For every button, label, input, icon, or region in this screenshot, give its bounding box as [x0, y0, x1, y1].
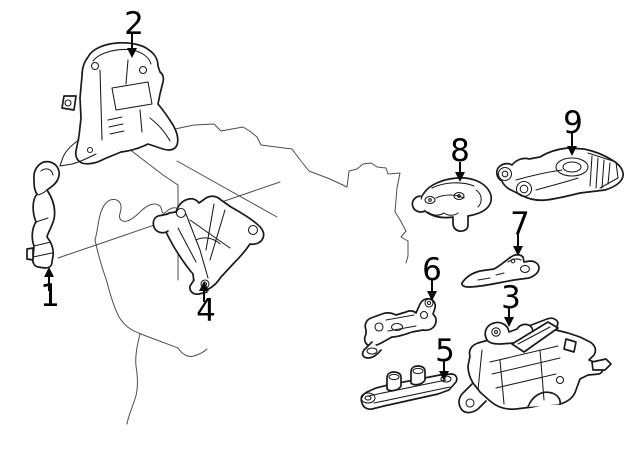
engine-transaxle-outline	[57, 123, 409, 425]
callout-number: 8	[450, 132, 470, 169]
part-8-mount-cushion	[411, 177, 493, 233]
part-2-engine-mount	[59, 41, 179, 167]
part-3-transmission-mount	[458, 317, 612, 414]
callout-arrowhead-icon	[199, 281, 209, 291]
callout-number: 6	[422, 251, 442, 288]
callout-arrow-shaft	[431, 280, 433, 291]
callout-arrow-shaft	[571, 133, 573, 146]
callout-arrowhead-icon	[439, 371, 449, 381]
callout-arrow-shaft	[443, 360, 445, 371]
callout-arrowhead-icon	[513, 246, 523, 256]
callout-arrow-shaft	[48, 277, 50, 291]
part-6-stay-bracket	[361, 297, 437, 359]
callout-arrow-shaft	[459, 162, 461, 172]
callout-arrowhead-icon	[455, 172, 465, 182]
part-4-engine-bracket	[152, 195, 265, 295]
callout-number: 1	[40, 277, 60, 314]
part-1-hook-bracket	[26, 160, 60, 269]
callout-arrow-shaft	[131, 34, 133, 48]
callout-arrowhead-icon	[567, 146, 577, 156]
callout-arrowhead-icon	[504, 317, 514, 327]
callout-number: 7	[510, 205, 530, 242]
part-5-rail-bracket	[360, 365, 458, 411]
callout-arrowhead-icon	[427, 291, 437, 301]
callout-arrowhead-icon	[127, 48, 137, 58]
callout-number: 9	[563, 104, 583, 141]
callout-number: 2	[124, 5, 144, 42]
callout-number: 5	[435, 332, 455, 369]
callout-arrowhead-icon	[44, 267, 54, 277]
callout-number: 4	[196, 292, 216, 329]
part-7-stay-plate	[460, 253, 540, 288]
part-9-torque-strut	[496, 147, 624, 202]
callout-number: 3	[501, 279, 521, 316]
callout-arrow-shaft	[203, 291, 205, 302]
callout-arrow-shaft	[517, 233, 519, 246]
callout-arrow-shaft	[508, 306, 510, 317]
